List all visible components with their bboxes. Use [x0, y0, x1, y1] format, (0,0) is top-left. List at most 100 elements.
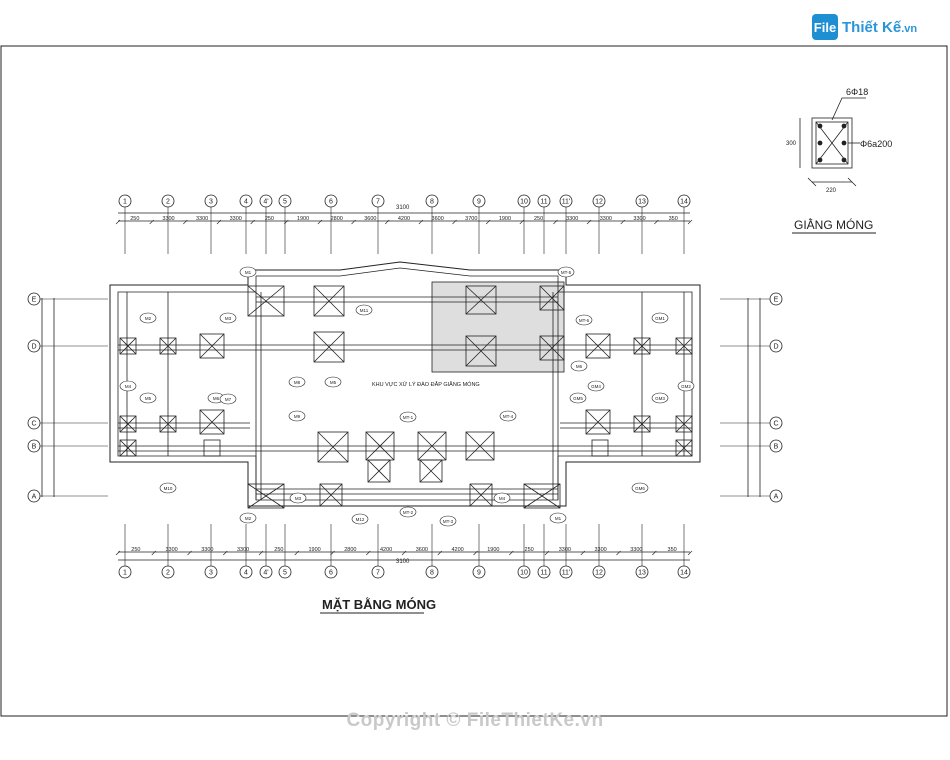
dimension-label: 2800 [331, 216, 343, 222]
beam-section-title: GIẰNG MÓNG [794, 217, 873, 232]
member-bubble [631, 482, 649, 494]
dimension-tick [509, 550, 514, 556]
member-bubble [119, 380, 137, 392]
dimension-label: 250 [131, 547, 140, 553]
dimension-tick [366, 550, 371, 556]
axis-label: 11 [540, 199, 547, 206]
axis-bubble [517, 565, 531, 579]
member-bubble [399, 411, 417, 423]
axis-bubble [769, 489, 783, 503]
dimension-tick [351, 219, 356, 225]
member-bubble [439, 515, 457, 527]
member-label: M3 [225, 316, 232, 321]
axis-label: 6 [329, 570, 333, 577]
axis-bubble [769, 416, 783, 430]
member-label: M6 [576, 364, 583, 369]
logo-badge: File [812, 14, 838, 40]
dimension-label: 3300 [595, 547, 607, 553]
axis-bubble [239, 565, 253, 579]
dimension-tick [115, 219, 121, 225]
axis-label: C [773, 421, 778, 428]
axis-label: 2 [166, 199, 170, 206]
dimension-tick [586, 219, 592, 225]
axis-label: 8 [430, 570, 434, 577]
dimension-tick [317, 219, 323, 225]
axis-label: 14 [680, 199, 688, 206]
member-bubble [570, 360, 588, 372]
axis-label: 3 [209, 199, 213, 206]
member-label: GM1 [655, 316, 665, 321]
axis-label: 5 [283, 570, 287, 577]
dimension-label: 350 [668, 547, 677, 553]
dimension-tick [401, 550, 407, 556]
dimension-label: 1900 [309, 547, 321, 553]
dimension-tick [616, 550, 621, 556]
member-bubble [351, 513, 369, 525]
axis-bubble [278, 565, 292, 579]
member-label: M7 [225, 397, 232, 402]
member-label: GM2 [681, 384, 691, 389]
dimension-label: 3600 [416, 547, 428, 553]
axis-bubble [27, 292, 41, 306]
member-bubble [289, 492, 307, 504]
axis-bubble [118, 194, 132, 208]
axis-bubble [371, 565, 385, 579]
dimension-tick [330, 550, 335, 556]
dimension-label: 350 [669, 216, 678, 222]
axis-bubble [371, 194, 385, 208]
axis-bubble [517, 194, 531, 208]
axis-bubble [259, 565, 273, 579]
member-bubble [219, 312, 237, 324]
dimension-label: 250 [265, 216, 274, 222]
axis-label: 13 [638, 199, 646, 206]
member-label: MT-3 [443, 519, 454, 524]
hatched-area-note: KHU VỰC XỬ LÝ ĐÀO ĐẮP GIẰNG MÓNG [372, 380, 480, 388]
member-label: M2 [145, 316, 152, 321]
dimension-tick [473, 550, 478, 556]
axis-bubble [635, 194, 649, 208]
axis-label: E [774, 297, 779, 304]
dimension-tick [580, 550, 585, 556]
axis-label: 13 [638, 570, 646, 577]
dimension-label: 3700 [465, 216, 477, 222]
dimension-tick [437, 550, 442, 556]
member-bubble [239, 512, 257, 524]
axis-label: 1 [123, 199, 127, 206]
axis-label: 11' [562, 570, 571, 577]
member-label: M2 [245, 516, 252, 521]
axis-bubble [27, 339, 41, 353]
dimension-label: 1900 [297, 216, 309, 222]
axis-bubble [769, 339, 783, 353]
axis-label: 3 [209, 570, 213, 577]
dimension-tick [223, 550, 228, 556]
beam-width-label: 220 [826, 188, 837, 194]
axis-label: C [31, 421, 36, 428]
axis-label: 8 [430, 199, 434, 206]
dimension-tick [687, 550, 693, 556]
axis-bubble [118, 565, 132, 579]
axis-label: 1 [123, 570, 127, 577]
member-label: M5 [145, 396, 152, 401]
beam-stirrup-label: Φ6a200 [860, 139, 892, 149]
logo-text-main: Thiết Kế [842, 18, 902, 36]
axis-label: 4' [263, 199, 268, 206]
member-label: GM6 [635, 486, 645, 491]
axis-bubble [472, 194, 486, 208]
member-label: M4 [499, 496, 506, 501]
axis-bubble [161, 194, 175, 208]
member-bubble [557, 266, 575, 278]
member-bubble [569, 392, 587, 404]
dimension-tick [258, 550, 264, 556]
dimension-label: 3300 [566, 216, 578, 222]
beam-section-detail [799, 97, 866, 187]
axis-bubble [259, 194, 273, 208]
axis-label: 10 [520, 570, 528, 577]
dimension-tick [187, 550, 192, 556]
member-bubble [499, 410, 517, 422]
axis-bubble [635, 565, 649, 579]
member-bubble [493, 492, 511, 504]
axis-label: 9 [477, 570, 481, 577]
axis-bubble [559, 565, 573, 579]
